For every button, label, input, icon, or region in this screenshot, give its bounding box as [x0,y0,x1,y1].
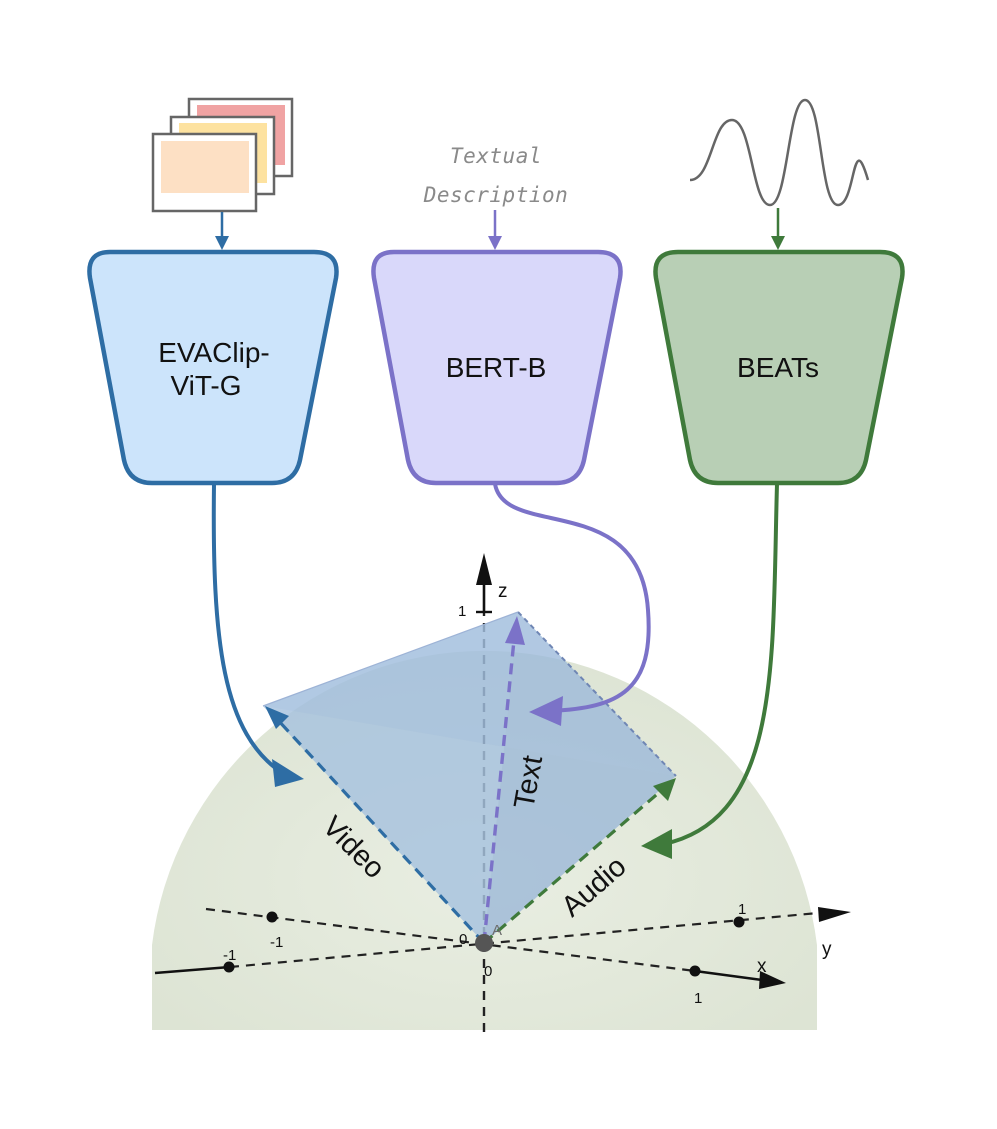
audio-encoder: BEATs [653,249,905,486]
x-neg-tick-label: -1 [270,934,283,951]
tetra-edge-top-left [262,611,519,707]
video-encoder-box [87,249,339,486]
tetra-edge-top-right [517,611,677,777]
text-input-arrowhead [488,236,502,250]
z-axis-arrowhead [476,553,492,585]
text-connector-arrowhead [529,696,563,726]
text-input: Textual Description [423,144,569,250]
origin-point [475,934,493,952]
video-encoder-label-line1: EVAClip- [158,337,270,368]
origin-point-label: A [492,922,502,939]
audio-vector-arrowhead [653,778,676,801]
audio-vector [482,788,664,945]
point-x-pos [689,965,701,977]
text-input-line1: Textual [450,144,542,168]
video-encoder: EVAClip- ViT-G [87,249,339,486]
text-vector [482,639,516,944]
text-vector-arrowhead [505,616,525,645]
y-axis-arrowhead [818,907,851,922]
tetra-face-top [263,612,676,776]
y-pos-tick-label: 1 [738,901,746,918]
x-axis-dashed [205,907,696,973]
frame-front-fill [161,141,249,193]
y-axis-dashed [229,911,819,969]
video-input-arrowhead [215,236,229,250]
audio-connector [663,483,779,846]
video-encoder-label-line2: ViT-G [170,370,241,401]
video-connector [211,483,286,776]
z-tick-label: 1 [458,603,466,620]
video-vector-arrowhead [265,706,289,729]
y-axis-label: y [822,939,832,960]
point-x-neg [266,911,278,923]
origin-label-left: 0 [459,931,467,948]
x-axis-label: x [757,956,767,977]
y-neg-tick-label: -1 [223,947,236,964]
x-pos-tick-label: 1 [694,990,702,1007]
point-y-pos [733,916,745,928]
video-vector [274,716,486,945]
audio-input-arrowhead [771,236,785,250]
point-y-neg [223,961,235,973]
audio-encoder-box [653,249,905,486]
audio-encoder-label: BEATs [737,352,819,383]
video-connector-arrowhead [272,759,304,787]
origin-label-below: 0 [484,963,492,980]
x-axis-arrowhead [759,971,786,989]
audio-waveform [689,98,870,207]
z-axis-label: z [498,581,508,602]
text-encoder: BERT-B [371,249,623,486]
connectors [211,483,779,859]
x-axis-solid [694,969,763,982]
audio-connector-arrowhead [641,829,672,859]
text-encoder-box [371,249,623,486]
text-encoder-label: BERT-B [446,352,547,383]
text-input-line2: Description [423,183,569,207]
audio-input [689,98,870,250]
video-frames-input [151,97,294,250]
text-connector [493,483,651,713]
y-axis-neg-solid [154,965,231,975]
